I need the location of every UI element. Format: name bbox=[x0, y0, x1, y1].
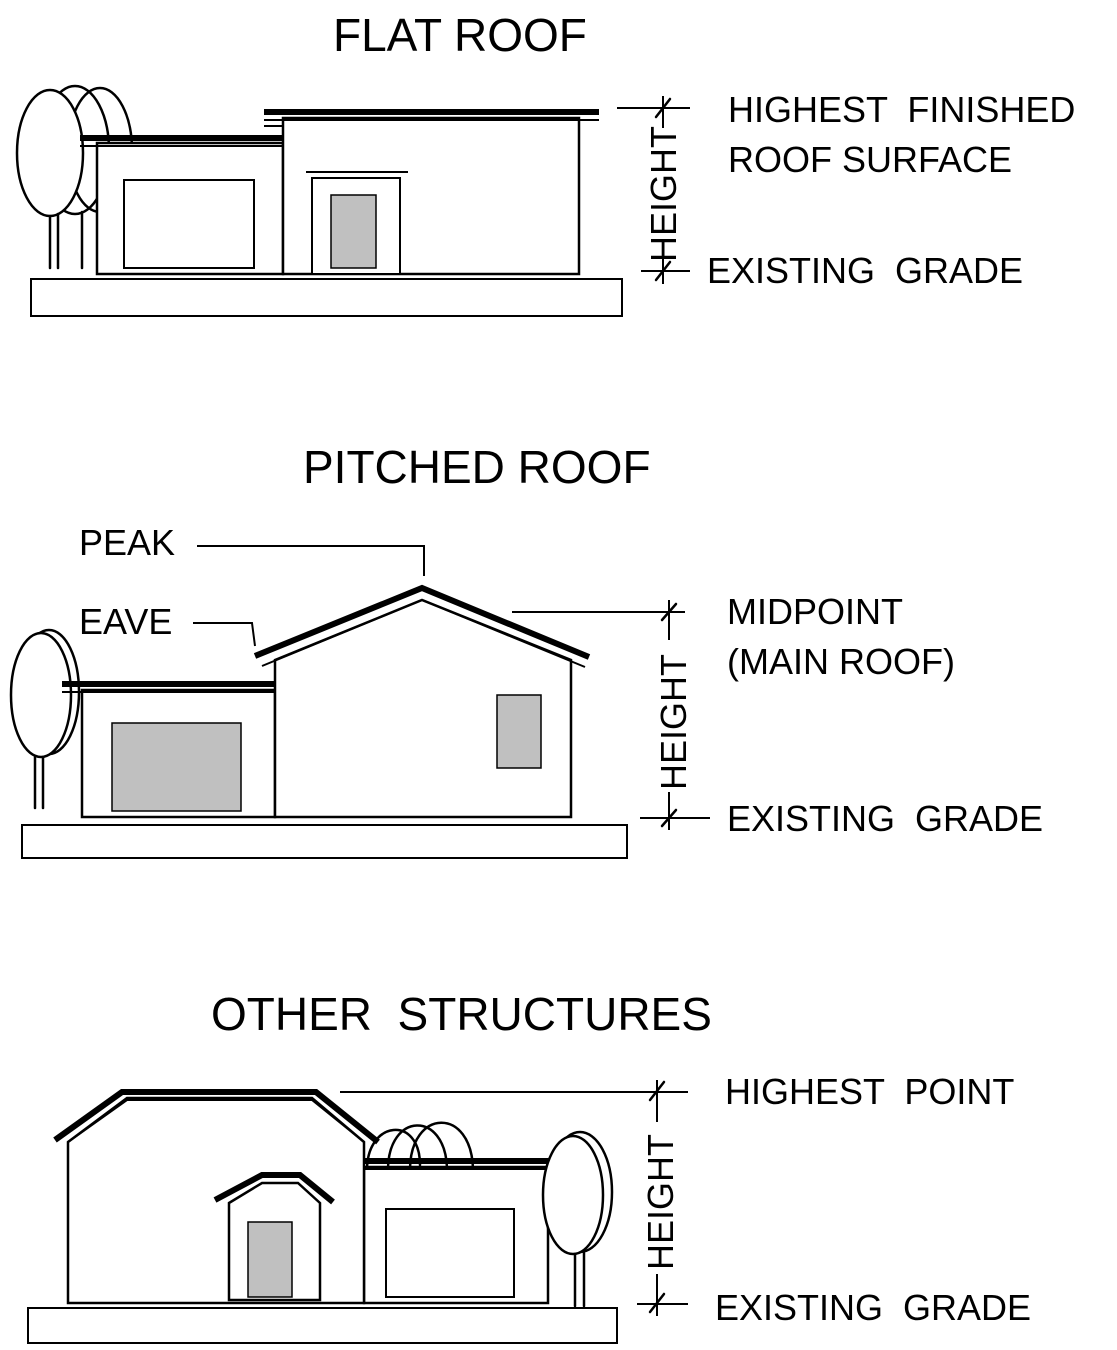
flat-roof-top-label-line2: ROOF SURFACE bbox=[728, 139, 1012, 180]
eave-leader bbox=[193, 622, 256, 647]
pitched-roof-top-label-line2: (MAIN ROOF) bbox=[727, 641, 955, 682]
other-structures-height-label: HEIGHT bbox=[640, 1134, 681, 1270]
flat-roof-height-label: HEIGHT bbox=[643, 126, 684, 262]
flat-roof-garage-window bbox=[123, 179, 255, 269]
peak-label: PEAK bbox=[79, 522, 175, 563]
pitched-roof-section: PITCHED ROOF PEAK EAVE bbox=[9, 441, 1043, 859]
other-structures-title: OTHER STRUCTURES bbox=[211, 988, 712, 1040]
flat-roof-door bbox=[330, 194, 377, 269]
other-structures-trees-back bbox=[365, 1121, 475, 1172]
other-structures-top-label: HIGHEST POINT bbox=[725, 1071, 1014, 1112]
pitched-roof-garage-window bbox=[111, 722, 242, 812]
flat-roof-top-label-line1: HIGHEST FINISHED bbox=[728, 89, 1075, 130]
pitched-roof-grade-label: EXISTING GRADE bbox=[727, 798, 1043, 839]
peak-leader bbox=[197, 545, 425, 576]
other-structures-door bbox=[247, 1221, 293, 1298]
other-structures-grade-label: EXISTING GRADE bbox=[715, 1287, 1031, 1328]
other-structures-garage-window bbox=[385, 1208, 515, 1298]
other-structures-tree-front bbox=[541, 1130, 614, 1308]
flat-roof-ground bbox=[30, 278, 623, 317]
pitched-roof-top-label-line1: MIDPOINT bbox=[727, 591, 903, 632]
eave-label: EAVE bbox=[79, 601, 172, 642]
pitched-roof-tree bbox=[9, 628, 81, 810]
other-structures-section: OTHER STRUCTURES bbox=[27, 988, 1031, 1344]
pitched-roof-window bbox=[496, 694, 542, 769]
other-structures-ground bbox=[27, 1307, 618, 1344]
flat-roof-section: FLAT ROOF bbox=[15, 9, 1075, 317]
pitched-roof-ground bbox=[21, 824, 628, 859]
flat-roof-grade-label: EXISTING GRADE bbox=[707, 250, 1023, 291]
pitched-roof-height-label: HEIGHT bbox=[653, 654, 694, 790]
flat-roof-title: FLAT ROOF bbox=[333, 9, 587, 61]
pitched-roof-title: PITCHED ROOF bbox=[303, 441, 651, 493]
flat-roof-trees bbox=[15, 84, 134, 270]
